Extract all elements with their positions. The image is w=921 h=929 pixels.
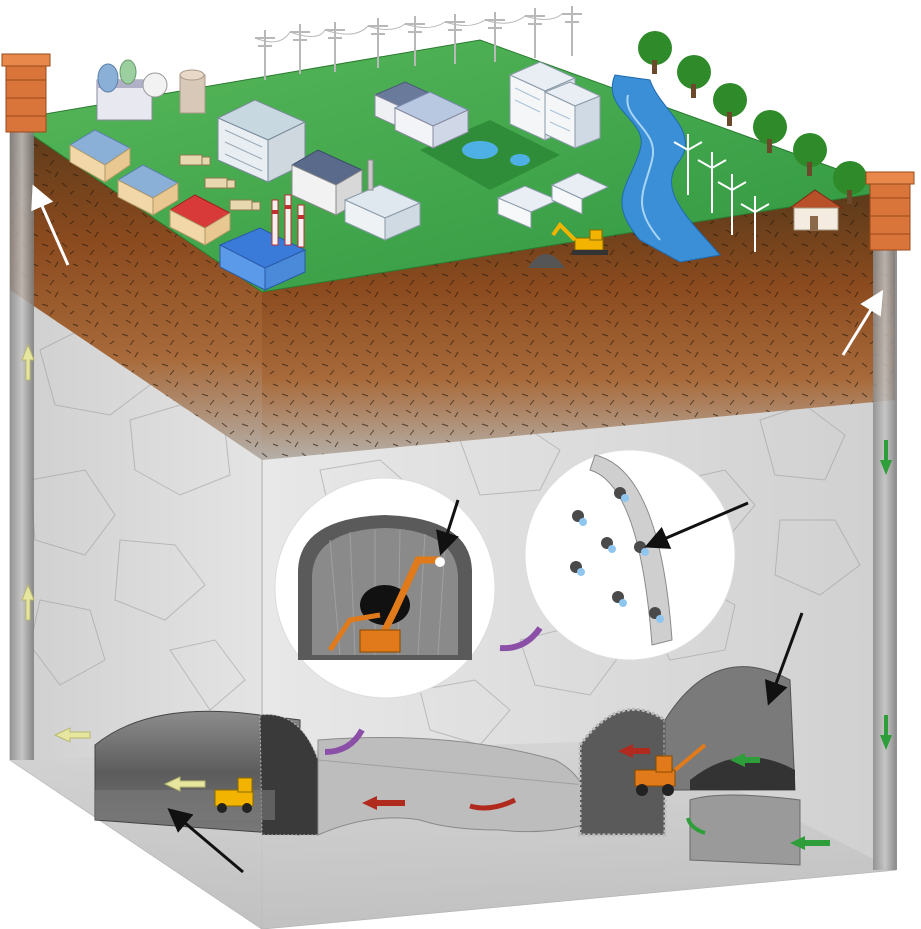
ventilation-arrows (31, 184, 884, 356)
inset-drilling-rig (274, 477, 496, 699)
power-line-icon (254, 6, 582, 80)
tunnel-arch-right (578, 666, 801, 866)
yellow-flow-arrows (21, 343, 206, 792)
factory-icon (96, 59, 206, 121)
red-flow-arrows (362, 744, 650, 811)
soil-layer (10, 120, 895, 460)
loader-icon (634, 743, 707, 796)
office-building-icon (216, 99, 307, 183)
inset-molecules (524, 449, 736, 661)
tunnel-connector (317, 737, 586, 836)
low-building-icon (496, 172, 610, 229)
drilling-rig-icon (327, 556, 445, 653)
tunnel-left (94, 710, 319, 836)
plant-building-icon (290, 149, 422, 241)
green-flow-arrows (686, 440, 892, 850)
coal-pile-icon (528, 254, 565, 268)
power-plant-icon (218, 194, 307, 291)
loader-icon (214, 777, 254, 813)
warehouse-icon (69, 129, 232, 246)
purple-flow-arrows (324, 626, 543, 755)
excavator-icon (551, 221, 608, 255)
house-icon (788, 189, 844, 231)
ventilation-shaft-left (1, 53, 51, 760)
wind-turbine-icon (673, 134, 770, 252)
office-complex-icon (373, 81, 470, 149)
tower-building-icon (508, 61, 602, 149)
ventilation-shaft-right (865, 171, 915, 870)
tree-icon (638, 31, 867, 204)
molecule-icon (570, 487, 664, 623)
pointer-arrows (167, 499, 804, 874)
truck-icon (179, 154, 261, 211)
river-highlight (626, 94, 661, 241)
river-icon (611, 74, 721, 263)
